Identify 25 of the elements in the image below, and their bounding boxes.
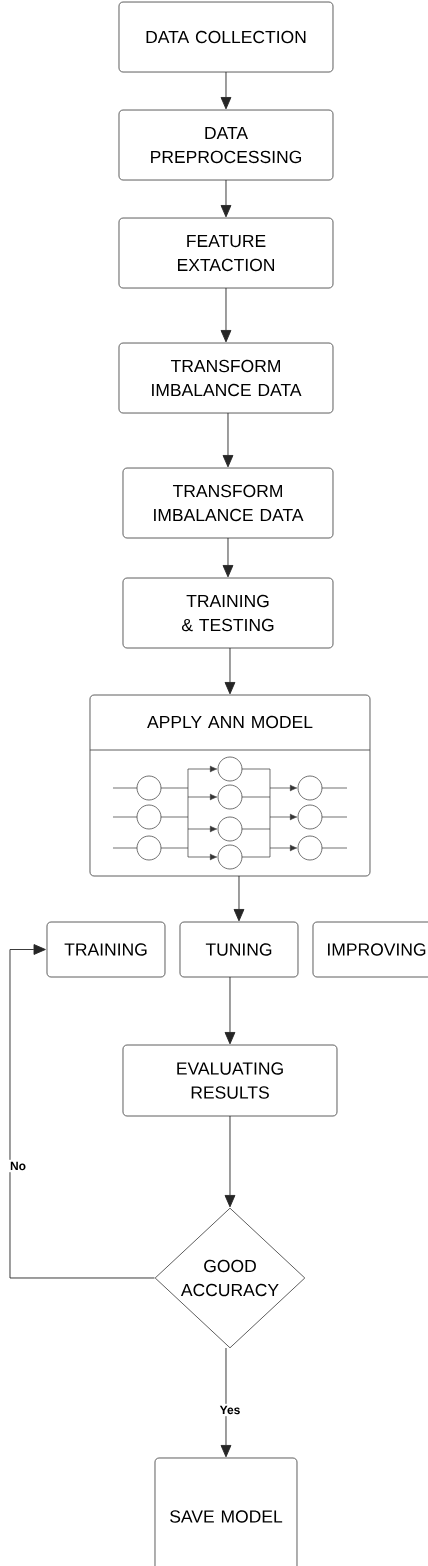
- arrow: [224, 976, 236, 1045]
- process-box: DATA COLLECTION: [118, 1, 334, 73]
- arrow: [222, 537, 234, 578]
- edge-label: Yes: [219, 1405, 240, 1415]
- process-box: FEATURE EXTACTION: [118, 217, 334, 289]
- process-box: TRANSFORM IMBALANCE DATA: [122, 467, 334, 539]
- arrow: [224, 647, 236, 695]
- arrow: [220, 71, 232, 110]
- process-box: TRANSFORM IMBALANCE DATA: [118, 342, 334, 414]
- process-box: TRAINING: [46, 921, 166, 978]
- arrow: [224, 1115, 236, 1208]
- edge-label: No: [10, 1161, 26, 1171]
- arrow: [233, 875, 245, 922]
- arrow: [220, 1347, 232, 1458]
- model-box: APPLY ANN MODEL: [89, 694, 371, 877]
- arrow: [222, 412, 234, 468]
- process-box: TRAINING & TESTING: [122, 577, 334, 649]
- process-box: TUNING: [179, 921, 299, 978]
- process-box: EVALUATING RESULTS: [122, 1044, 338, 1117]
- process-box: SAVE MODEL: [154, 1457, 298, 1566]
- arrow: [220, 179, 232, 218]
- arrow: [9, 944, 155, 1279]
- arrow: [220, 287, 232, 343]
- process-box: DATA PREPROCESSING: [118, 109, 334, 181]
- process-box: IMPROVING: [312, 921, 428, 978]
